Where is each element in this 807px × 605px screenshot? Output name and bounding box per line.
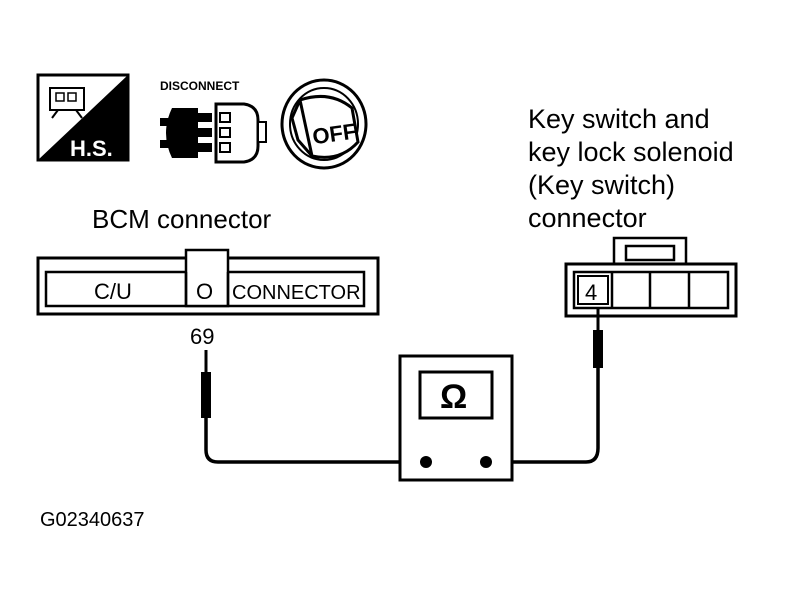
- key-switch-connector: 4: [564, 236, 738, 318]
- right-probe: [593, 308, 603, 368]
- ohm-symbol: Ω: [440, 378, 467, 416]
- key-switch-terminal-4: 4: [585, 280, 597, 305]
- bcm-connector-label: CONNECTOR: [232, 282, 361, 304]
- key-switch-title-line2: key lock solenoid: [528, 137, 734, 167]
- key-switch-title-line1: Key switch and: [528, 104, 710, 134]
- meter-terminal-right: [480, 456, 492, 468]
- disconnect-label: DISCONNECT: [160, 79, 240, 93]
- harness-service-icon: H.S.: [36, 73, 130, 162]
- left-test-lead: [204, 418, 426, 464]
- ohmmeter: Ω: [398, 354, 514, 482]
- key-switch-title-line3: (Key switch): [528, 170, 675, 200]
- meter-terminal-left: [420, 456, 432, 468]
- bcm-cu-label: C/U: [94, 279, 132, 304]
- key-switch-title-line4: connector: [528, 203, 647, 233]
- bcm-terminal-69: 69: [190, 324, 214, 349]
- bcm-connector: C/U O CONNECTOR: [36, 248, 380, 316]
- right-test-lead: [486, 368, 600, 464]
- figure-id: G02340637: [40, 509, 145, 531]
- bcm-o-label: O: [196, 279, 213, 304]
- ignition-off-icon: OFF: [280, 78, 368, 170]
- harness-service-label: H.S.: [70, 136, 113, 161]
- left-probe: [201, 350, 211, 418]
- ignition-off-label: OFF: [311, 118, 358, 149]
- bcm-connector-title: BCM connector: [92, 204, 272, 234]
- disconnect-icon: DISCONNECT: [160, 79, 267, 164]
